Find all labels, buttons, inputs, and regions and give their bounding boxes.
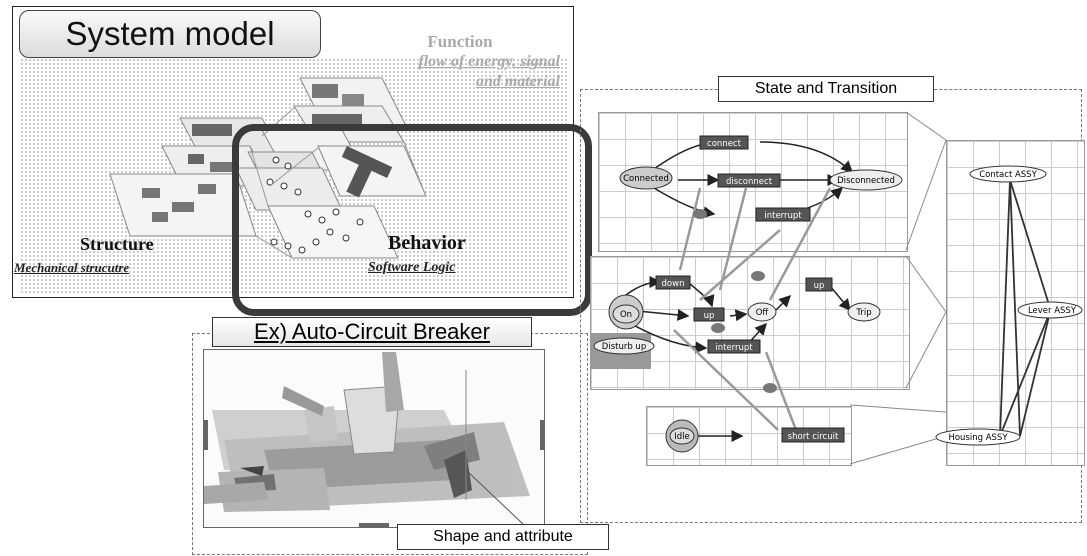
state-disconnected <box>829 169 903 191</box>
behavior-title: Behavior <box>388 232 466 254</box>
state-nodes: Connected Disconnected On Off Trip Idle … <box>593 135 1083 453</box>
transition-interrupt-lower-label: interrupt <box>715 343 753 353</box>
transition-short-circuit <box>781 427 845 443</box>
state-transition-label: State and Transition <box>718 76 934 102</box>
label-disturb-up <box>593 337 655 355</box>
assy-contact <box>969 165 1047 183</box>
system-model-layers <box>109 77 427 259</box>
transition-connect-label: connect <box>707 139 742 149</box>
transition-disconnect-label: disconnect <box>726 177 773 187</box>
function-title: Function <box>427 32 493 51</box>
transition-interrupt-upper-label: interrupt <box>764 211 802 221</box>
assy-lever-label: Lever ASSY <box>1028 306 1077 316</box>
structure-subtitle: Mechanical strucutre <box>14 260 130 275</box>
assy-contact-label: Contact ASSY <box>979 170 1037 180</box>
transition-up-right-label: up <box>814 281 825 291</box>
assy-lever <box>1017 301 1083 319</box>
function-subtitle-line1: flow of energy, signal <box>418 53 560 70</box>
shape-attribute-label: Shape and attribute <box>397 524 609 550</box>
state-off-label: Off <box>756 308 770 318</box>
system-model-title: System model <box>19 10 321 58</box>
cad-handle <box>382 352 404 412</box>
state-connected-label: Connected <box>623 174 669 184</box>
state-grid-middle <box>590 256 910 390</box>
structure-title: Structure <box>80 234 154 254</box>
function-subtitle-line2: and material <box>475 73 560 90</box>
state-off <box>747 302 777 322</box>
transition-interrupt-lower <box>707 339 761 354</box>
transition-down <box>655 275 691 290</box>
transition-up-left-label: up <box>704 311 715 321</box>
state-on-label: On <box>620 310 632 320</box>
transition-disconnect <box>717 173 781 188</box>
transition-down-label: down <box>662 279 685 289</box>
transition-interrupt-upper <box>755 207 811 222</box>
cad-viewport[interactable] <box>203 349 545 528</box>
transition-connect <box>699 135 749 150</box>
behavior-highlight-frame <box>232 124 592 316</box>
state-idle-label: Idle <box>674 432 690 442</box>
label-disturb-up-text: Disturb up <box>602 342 646 352</box>
example-title: Ex) Auto-Circuit Breaker <box>212 317 532 347</box>
cad-model <box>204 350 544 527</box>
state-trip <box>847 302 881 322</box>
transition-up-right <box>805 277 833 292</box>
state-disconnected-label: Disconnected <box>837 176 895 186</box>
function-subtitle: flow of energy, signal and material <box>300 52 560 92</box>
assy-housing <box>935 428 1021 446</box>
transition-up-left <box>693 307 725 322</box>
example-title-text: Ex) Auto-Circuit Breaker <box>254 319 490 344</box>
assy-housing-label: Housing ASSY <box>948 433 1008 443</box>
behavior-subtitle: Software Logic <box>368 260 456 275</box>
transition-short-circuit-label: short circuit <box>788 432 839 442</box>
state-connected <box>619 166 673 190</box>
state-trip-label: Trip <box>855 308 871 318</box>
